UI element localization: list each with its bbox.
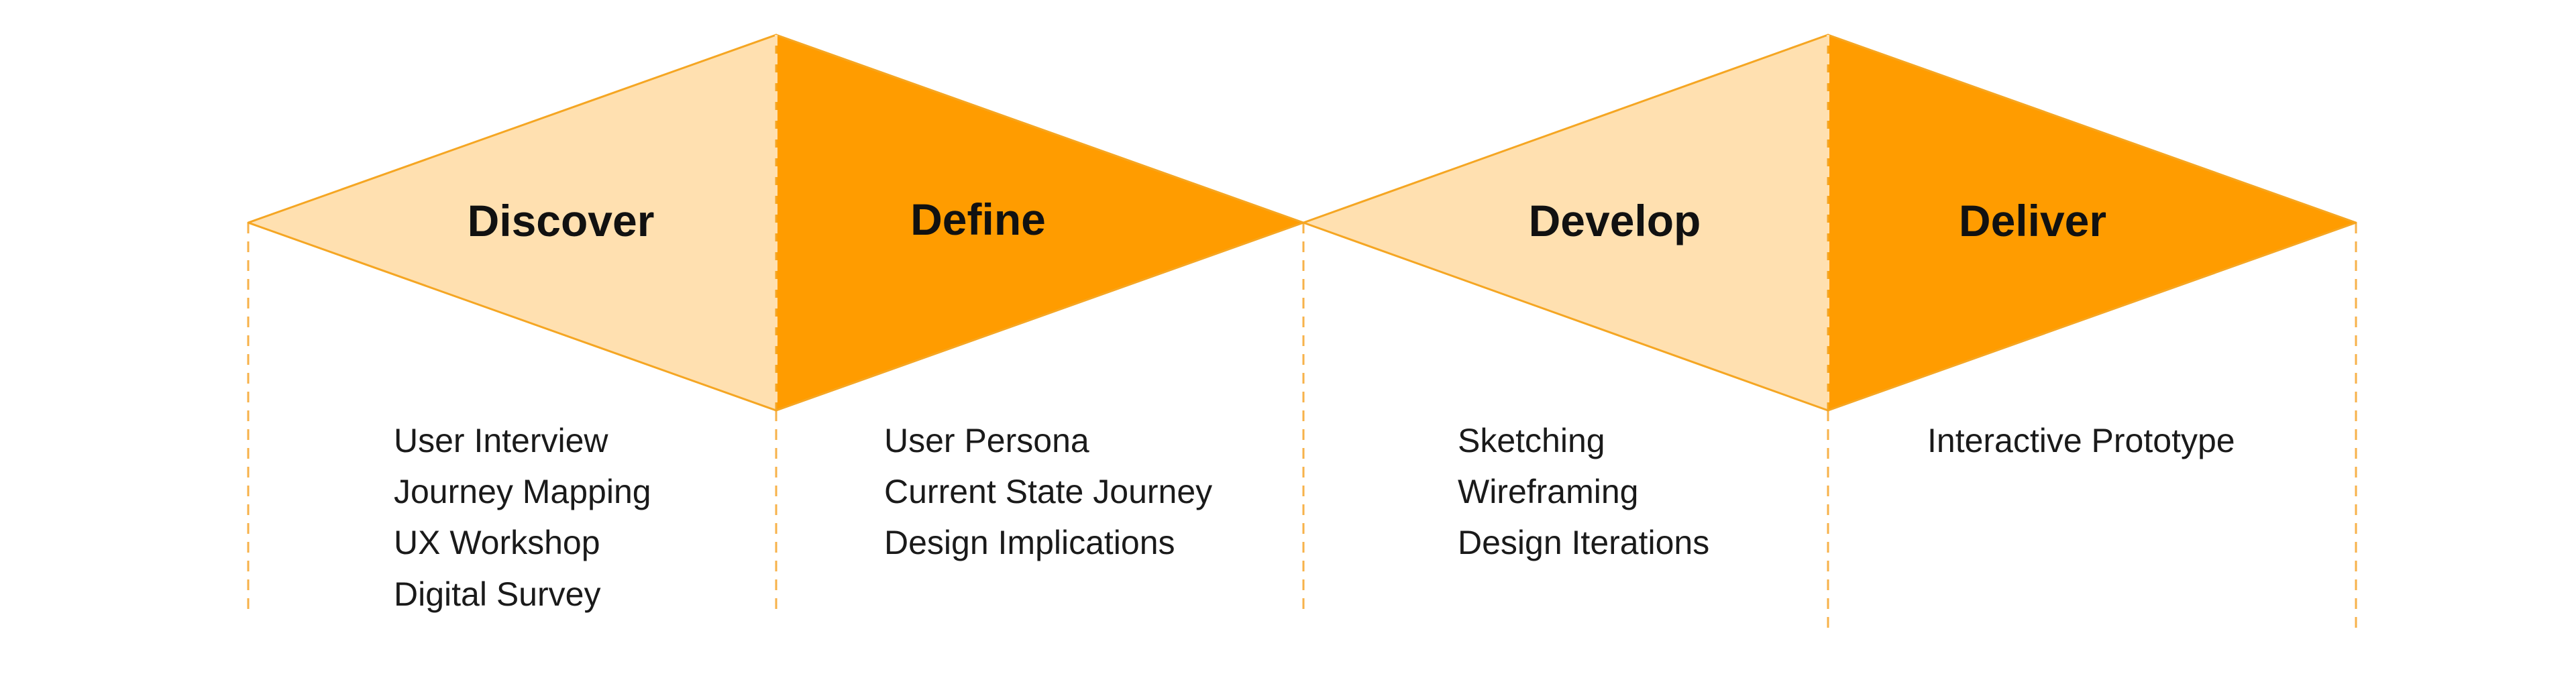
phase-title-define: Define xyxy=(910,194,1046,244)
activity-item: Design Iterations xyxy=(1458,524,1709,561)
activity-item: Wireframing xyxy=(1458,473,1638,510)
phase-title-deliver: Deliver xyxy=(1959,196,2106,245)
phase-title-discover: Discover xyxy=(468,196,655,245)
activity-item: Digital Survey xyxy=(394,575,600,613)
phase-title-develop: Develop xyxy=(1529,196,1701,245)
activity-item: Current State Journey xyxy=(884,473,1212,510)
activity-item: User Persona xyxy=(884,422,1089,459)
activity-item: Design Implications xyxy=(884,524,1175,561)
activity-item: Journey Mapping xyxy=(394,473,651,510)
activity-item: User Interview xyxy=(394,422,608,459)
activity-item: Interactive Prototype xyxy=(1927,422,2235,459)
activity-item: UX Workshop xyxy=(394,524,600,561)
activity-item: Sketching xyxy=(1458,422,1605,459)
